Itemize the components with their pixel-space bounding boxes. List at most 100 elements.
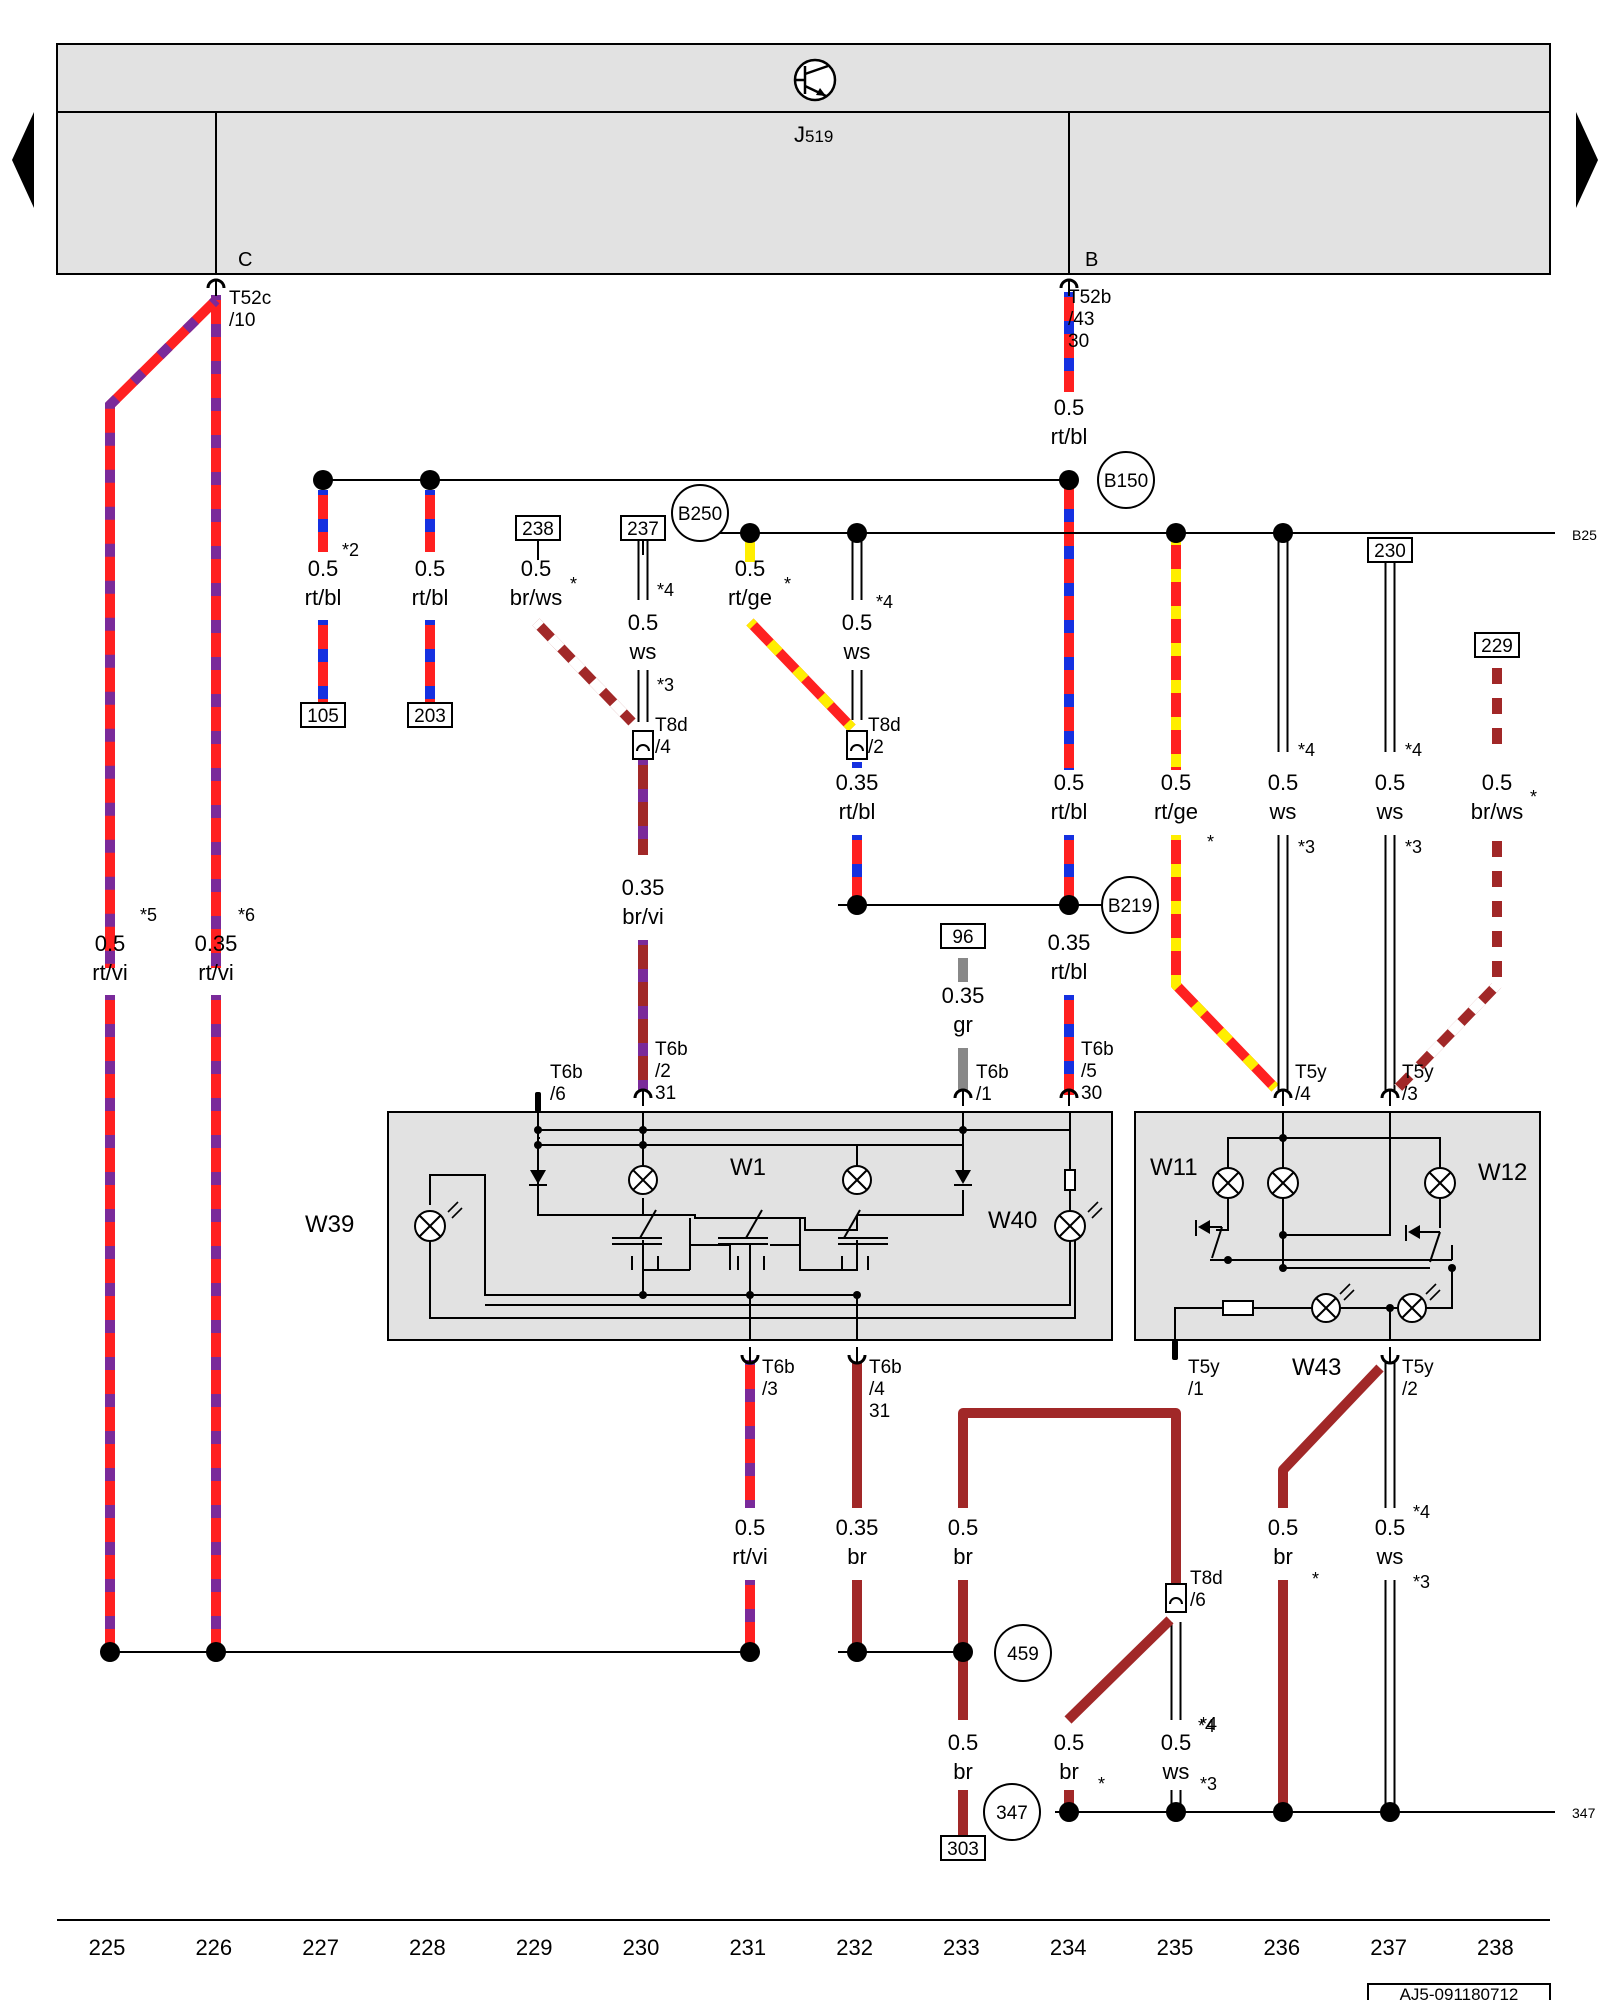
page-reference-frame xyxy=(515,515,561,541)
junction-dot xyxy=(847,1642,867,1662)
wire-cross-section: 0.5 xyxy=(1161,770,1192,795)
page-reference-box: 230 xyxy=(1367,537,1413,563)
wire-234-br-diag xyxy=(1064,1616,1174,1724)
wire-cross-section: 0.5 xyxy=(842,610,873,635)
track-number: 226 xyxy=(195,1935,232,1960)
junction-dot xyxy=(313,470,333,490)
module-w39-w40: W1 W39 W40 xyxy=(305,1111,1113,1341)
wire-cross-section: 0.5 xyxy=(948,1730,979,1755)
wire-cross-section: 0.5 xyxy=(1268,770,1299,795)
connector-label: /4 xyxy=(655,737,671,758)
led-icon xyxy=(1311,1293,1341,1323)
wire-cross-section: 0.35 xyxy=(622,875,665,900)
wire-note: *3 xyxy=(1413,1572,1430,1592)
junction-circle xyxy=(994,1624,1052,1682)
wire-225-upper-stripe xyxy=(105,296,220,968)
wire-colour-code: ws xyxy=(1269,799,1297,824)
track-number: 228 xyxy=(409,1935,446,1960)
wire-cross-section: 0.5 xyxy=(1054,770,1085,795)
wire-cross-section: 0.5 xyxy=(521,556,552,581)
transistor-icon xyxy=(793,58,837,102)
junction-circle xyxy=(1101,876,1159,934)
wire-cross-section: 0.5 xyxy=(735,556,766,581)
page-reference-frame xyxy=(1474,632,1520,658)
wire-note: * xyxy=(1312,1569,1319,1589)
track-number: 231 xyxy=(729,1935,766,1960)
led-icon xyxy=(414,1210,446,1242)
connector-label: T5y xyxy=(1188,1357,1220,1378)
wire-cross-section: 0.5 xyxy=(735,1515,766,1540)
wire-231-rtge-stripe xyxy=(746,618,856,732)
wire-colour-code: br xyxy=(847,1544,867,1569)
junction-marker: B219 xyxy=(1101,876,1159,934)
wire-note: *2 xyxy=(342,540,359,560)
wire-colour-code: rt/ge xyxy=(728,585,772,610)
wire-cross-section: 0.5 xyxy=(628,610,659,635)
pin-b-label: B xyxy=(1085,249,1098,271)
track-number: 229 xyxy=(516,1935,553,1960)
wire-colour-code: rt/vi xyxy=(732,1544,767,1569)
connector-label: /3 xyxy=(1402,1084,1418,1105)
wire-colour-code: rt/bl xyxy=(305,585,342,610)
page-reference-number: 303 xyxy=(947,1839,979,1860)
junction-dot xyxy=(1059,895,1079,915)
pin-c-label: C xyxy=(238,249,252,271)
connector-label: T8d xyxy=(868,715,901,736)
connector-label: T52b xyxy=(1068,287,1111,308)
track-number: 225 xyxy=(89,1935,126,1960)
led-icon xyxy=(1397,1293,1427,1323)
junction-dot xyxy=(1273,1802,1293,1822)
junction-dot xyxy=(740,1642,760,1662)
wire-colour-code: rt/vi xyxy=(198,960,233,985)
connector-label: /43 xyxy=(1068,309,1094,330)
edge-reference: 347 xyxy=(1572,1805,1596,1821)
wire-colour-code: rt/vi xyxy=(92,960,127,985)
component-label-w11: W11 xyxy=(1150,1154,1198,1181)
page-reference-box: 237 xyxy=(620,515,666,541)
switch-icon xyxy=(1195,1220,1441,1263)
component-label-w12: W12 xyxy=(1478,1159,1527,1186)
wire-colour-code: ws xyxy=(1162,1759,1190,1784)
wire-colour-code: br xyxy=(953,1759,973,1784)
junction-dot xyxy=(1273,523,1293,543)
wire-note: * xyxy=(570,574,577,594)
wire-cross-section: 0.35 xyxy=(1048,930,1091,955)
connector-label: /1 xyxy=(1188,1379,1204,1400)
page-reference-number: 238 xyxy=(522,519,554,540)
previous-page-arrow[interactable] xyxy=(12,112,34,208)
connector-label: /3 xyxy=(762,1379,778,1400)
document-id-box: AJ5-091180712 xyxy=(1367,1983,1551,2000)
wire-note: *3 xyxy=(1298,837,1315,857)
module-w11-w12-w43: W11 W12 W43 xyxy=(1134,1111,1541,1381)
wire-note: *3 xyxy=(657,675,674,695)
junction-circle xyxy=(1097,451,1155,509)
track-number: 238 xyxy=(1477,1935,1514,1960)
connector-label: /2 xyxy=(868,737,884,758)
connector-label: 31 xyxy=(655,1083,676,1104)
wire-note: *6 xyxy=(238,905,255,925)
connector-label: T6b xyxy=(869,1357,902,1378)
wire-cross-section: 0.5 xyxy=(308,556,339,581)
next-page-arrow[interactable] xyxy=(1576,112,1598,208)
connector-label: /4 xyxy=(1295,1084,1311,1105)
page-reference-number: 96 xyxy=(952,927,973,948)
wire-note: *4 xyxy=(1413,1502,1430,1522)
junction-dot xyxy=(1380,1802,1400,1822)
junction-dot xyxy=(1166,523,1186,543)
wire-235-lower-stripe xyxy=(1171,835,1279,1092)
wire-colour-code: br/vi xyxy=(622,904,664,929)
unit-label: J519 xyxy=(794,122,833,147)
connector-label: T52c xyxy=(229,288,271,309)
junction-dot xyxy=(847,523,867,543)
conductor-layer xyxy=(100,470,1555,1822)
component-label-w39: W39 xyxy=(305,1211,354,1238)
connector-label: T6b xyxy=(655,1039,688,1060)
label-layer: 0.5rt/vi*50.35rt/vi*60.5rt/bl*20.5rt/bl0… xyxy=(92,287,1597,1861)
connector-pin xyxy=(1172,1340,1178,1360)
connector-label: T6b xyxy=(550,1062,583,1083)
wire-colour-code: gr xyxy=(953,1012,973,1037)
wire-colour-code: br/ws xyxy=(1471,799,1524,824)
lamp-icon xyxy=(1424,1167,1456,1199)
junction-dot xyxy=(1059,1802,1079,1822)
